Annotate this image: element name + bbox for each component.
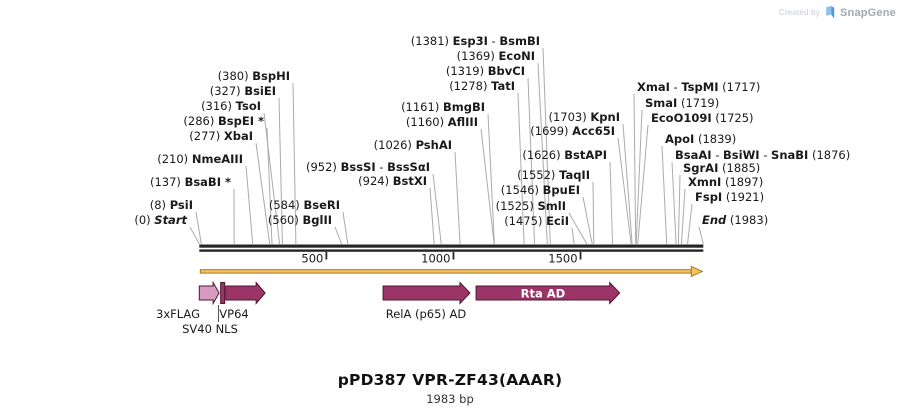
flag-front	[826, 6, 832, 16]
site-label-XmaI[interactable]: XmaI - TspMI (1717)	[637, 80, 760, 94]
leader-line-TatI	[517, 92, 525, 245]
construct-title: pPD387 VPR-ZF43(AAAR)	[337, 371, 563, 389]
leader-line-AflIII	[480, 128, 495, 245]
scale-tick-label-500: 500	[301, 252, 323, 266]
leader-line-XbaI	[255, 142, 271, 245]
leader-line-EcoO109I	[637, 124, 649, 245]
feature-label-rela-ad-label: RelA (p65) AD	[386, 307, 467, 321]
site-label-EciI[interactable]: (1475) EciI	[504, 214, 569, 228]
feature-label-vp64-label: VP64	[219, 307, 248, 321]
feature-rta-ad[interactable]	[475, 281, 621, 305]
sequence-bar-top[interactable]	[199, 244, 704, 248]
construct-spine-arrowhead	[690, 265, 704, 278]
leader-line-SgrAI	[677, 174, 681, 245]
leader-line-PsiI	[195, 211, 202, 245]
construct-spine[interactable]	[199, 269, 692, 274]
site-label-BsaBI[interactable]: (137) BsaBI *	[150, 175, 231, 189]
snapgene-flag-icon	[825, 6, 835, 19]
site-label-BbvCI[interactable]: (1319) BbvCI	[446, 64, 525, 78]
leader-line-BsiEI	[278, 97, 283, 245]
site-label-Acc65I[interactable]: (1699) Acc65I	[530, 124, 615, 138]
site-label-PshAI[interactable]: (1026) PshAI	[374, 138, 452, 152]
leader-line-Acc65I	[617, 137, 632, 245]
leader-line-BglII	[334, 226, 343, 245]
site-label-BsiEI[interactable]: (327) BsiEI	[210, 84, 276, 98]
site-label-SmaI[interactable]: SmaI (1719)	[645, 96, 719, 110]
flag-fold	[831, 6, 835, 19]
feature-inside-label-rta-ad: Rta AD	[521, 287, 566, 301]
site-label-SgrAI[interactable]: SgrAI (1885)	[683, 161, 760, 175]
site-label-Esp3I[interactable]: (1381) Esp3I - BsmBI	[411, 34, 540, 48]
site-label-AflIII[interactable]: (1160) AflIII	[406, 115, 478, 129]
site-label-TsoI[interactable]: (316) TsoI	[201, 99, 261, 113]
leader-line-BpuEI	[582, 196, 593, 245]
site-label-Start[interactable]: (0) Start	[134, 213, 187, 227]
feature-vp64[interactable]	[225, 281, 266, 305]
site-label-NmeAIII[interactable]: (210) NmeAIII	[157, 152, 243, 166]
site-label-XmnI[interactable]: XmnI (1897)	[688, 175, 763, 189]
site-label-BstXI[interactable]: (924) BstXI	[358, 174, 427, 188]
feature-label-sv40-nls-label: SV40 NLS	[182, 322, 238, 336]
site-label-BmgBI[interactable]: (1161) BmgBI	[401, 100, 485, 114]
leader-line-BspHI	[292, 82, 297, 245]
leader-line-XmaI	[633, 93, 637, 245]
site-label-BpuEI[interactable]: (1546) BpuEI	[501, 183, 580, 197]
snapgene-logo-text: SnapGene	[839, 6, 896, 19]
site-label-ApoI[interactable]: ApoI (1839)	[665, 132, 736, 146]
leader-line-Start	[189, 226, 200, 245]
leader-line-BseRI	[342, 211, 349, 245]
site-label-BspEI[interactable]: (286) BspEI *	[183, 114, 264, 128]
leader-line-BstXI	[429, 187, 435, 245]
site-label-FspI[interactable]: FspI (1921)	[695, 190, 764, 204]
site-label-SmlI[interactable]: (1525) SmlI	[496, 199, 566, 213]
site-label-EcoNI[interactable]: (1369) EcoNI	[457, 49, 535, 63]
site-label-BsaAI[interactable]: BsaAI - BsiWI - SnaBI (1876)	[675, 148, 850, 162]
site-label-TatI[interactable]: (1278) TatI	[449, 79, 515, 93]
leader-line-BssSI	[432, 173, 442, 245]
leader-line-TaqII	[592, 181, 595, 245]
leader-line-TsoI	[263, 112, 281, 245]
site-label-PsiI[interactable]: (8) PsiI	[150, 198, 193, 212]
leader-line-Esp3I	[542, 47, 551, 245]
leader-line-BsaAI	[671, 161, 677, 245]
leader-line-EciI	[571, 227, 575, 245]
feature-rela-ad[interactable]	[382, 281, 471, 305]
leader-line-BmgBI	[487, 113, 495, 245]
leader-line-SmaI	[635, 109, 643, 245]
created-by-text: Created by	[778, 8, 820, 17]
scale-tick-label-1500: 1500	[548, 252, 577, 266]
sequence-bar-bottom[interactable]	[199, 249, 704, 252]
site-label-BssSI[interactable]: (952) BssSI - BssSαI	[306, 160, 430, 174]
site-label-End[interactable]: End (1983)	[702, 213, 768, 227]
site-label-BseRI[interactable]: (584) BseRI	[269, 198, 340, 212]
branding: Created by SnapGene	[779, 6, 896, 19]
site-label-BstAPI[interactable]: (1626) BstAPI	[522, 148, 607, 162]
construct-length: 1983 bp	[426, 392, 474, 406]
site-label-KpnI[interactable]: (1703) KpnI	[548, 110, 620, 124]
map-footer: pPD387 VPR-ZF43(AAAR) 1983 bp	[0, 371, 900, 406]
leader-line-NmeAIII	[245, 165, 254, 245]
scale-tick-label-1000: 1000	[421, 252, 450, 266]
leader-line-FspI	[687, 203, 693, 245]
leader-line-EcoNI	[537, 62, 548, 245]
leader-line-BbvCI	[527, 77, 536, 245]
site-label-BglII[interactable]: (560) BglII	[268, 213, 332, 227]
leader-line-End	[698, 226, 704, 245]
site-label-TaqII[interactable]: (1552) TaqII	[517, 168, 590, 182]
leader-line-BstAPI	[609, 161, 614, 245]
feature-3xflag[interactable]	[198, 280, 220, 306]
site-label-XbaI[interactable]: (277) XbaI	[189, 129, 253, 143]
leader-line-SmlI	[568, 212, 588, 245]
feature-label-3xflag-label: 3xFLAG	[156, 307, 200, 321]
leader-line-PshAI	[454, 151, 461, 245]
leader-line-ApoI	[661, 145, 668, 245]
leader-line-XmnI	[680, 188, 686, 245]
site-label-BspHI[interactable]: (380) BspHI	[218, 69, 290, 83]
site-label-EcoO109I[interactable]: EcoO109I (1725)	[651, 111, 754, 125]
leader-line-KpnI	[622, 123, 633, 245]
feature-sv40-nls[interactable]	[220, 282, 226, 304]
